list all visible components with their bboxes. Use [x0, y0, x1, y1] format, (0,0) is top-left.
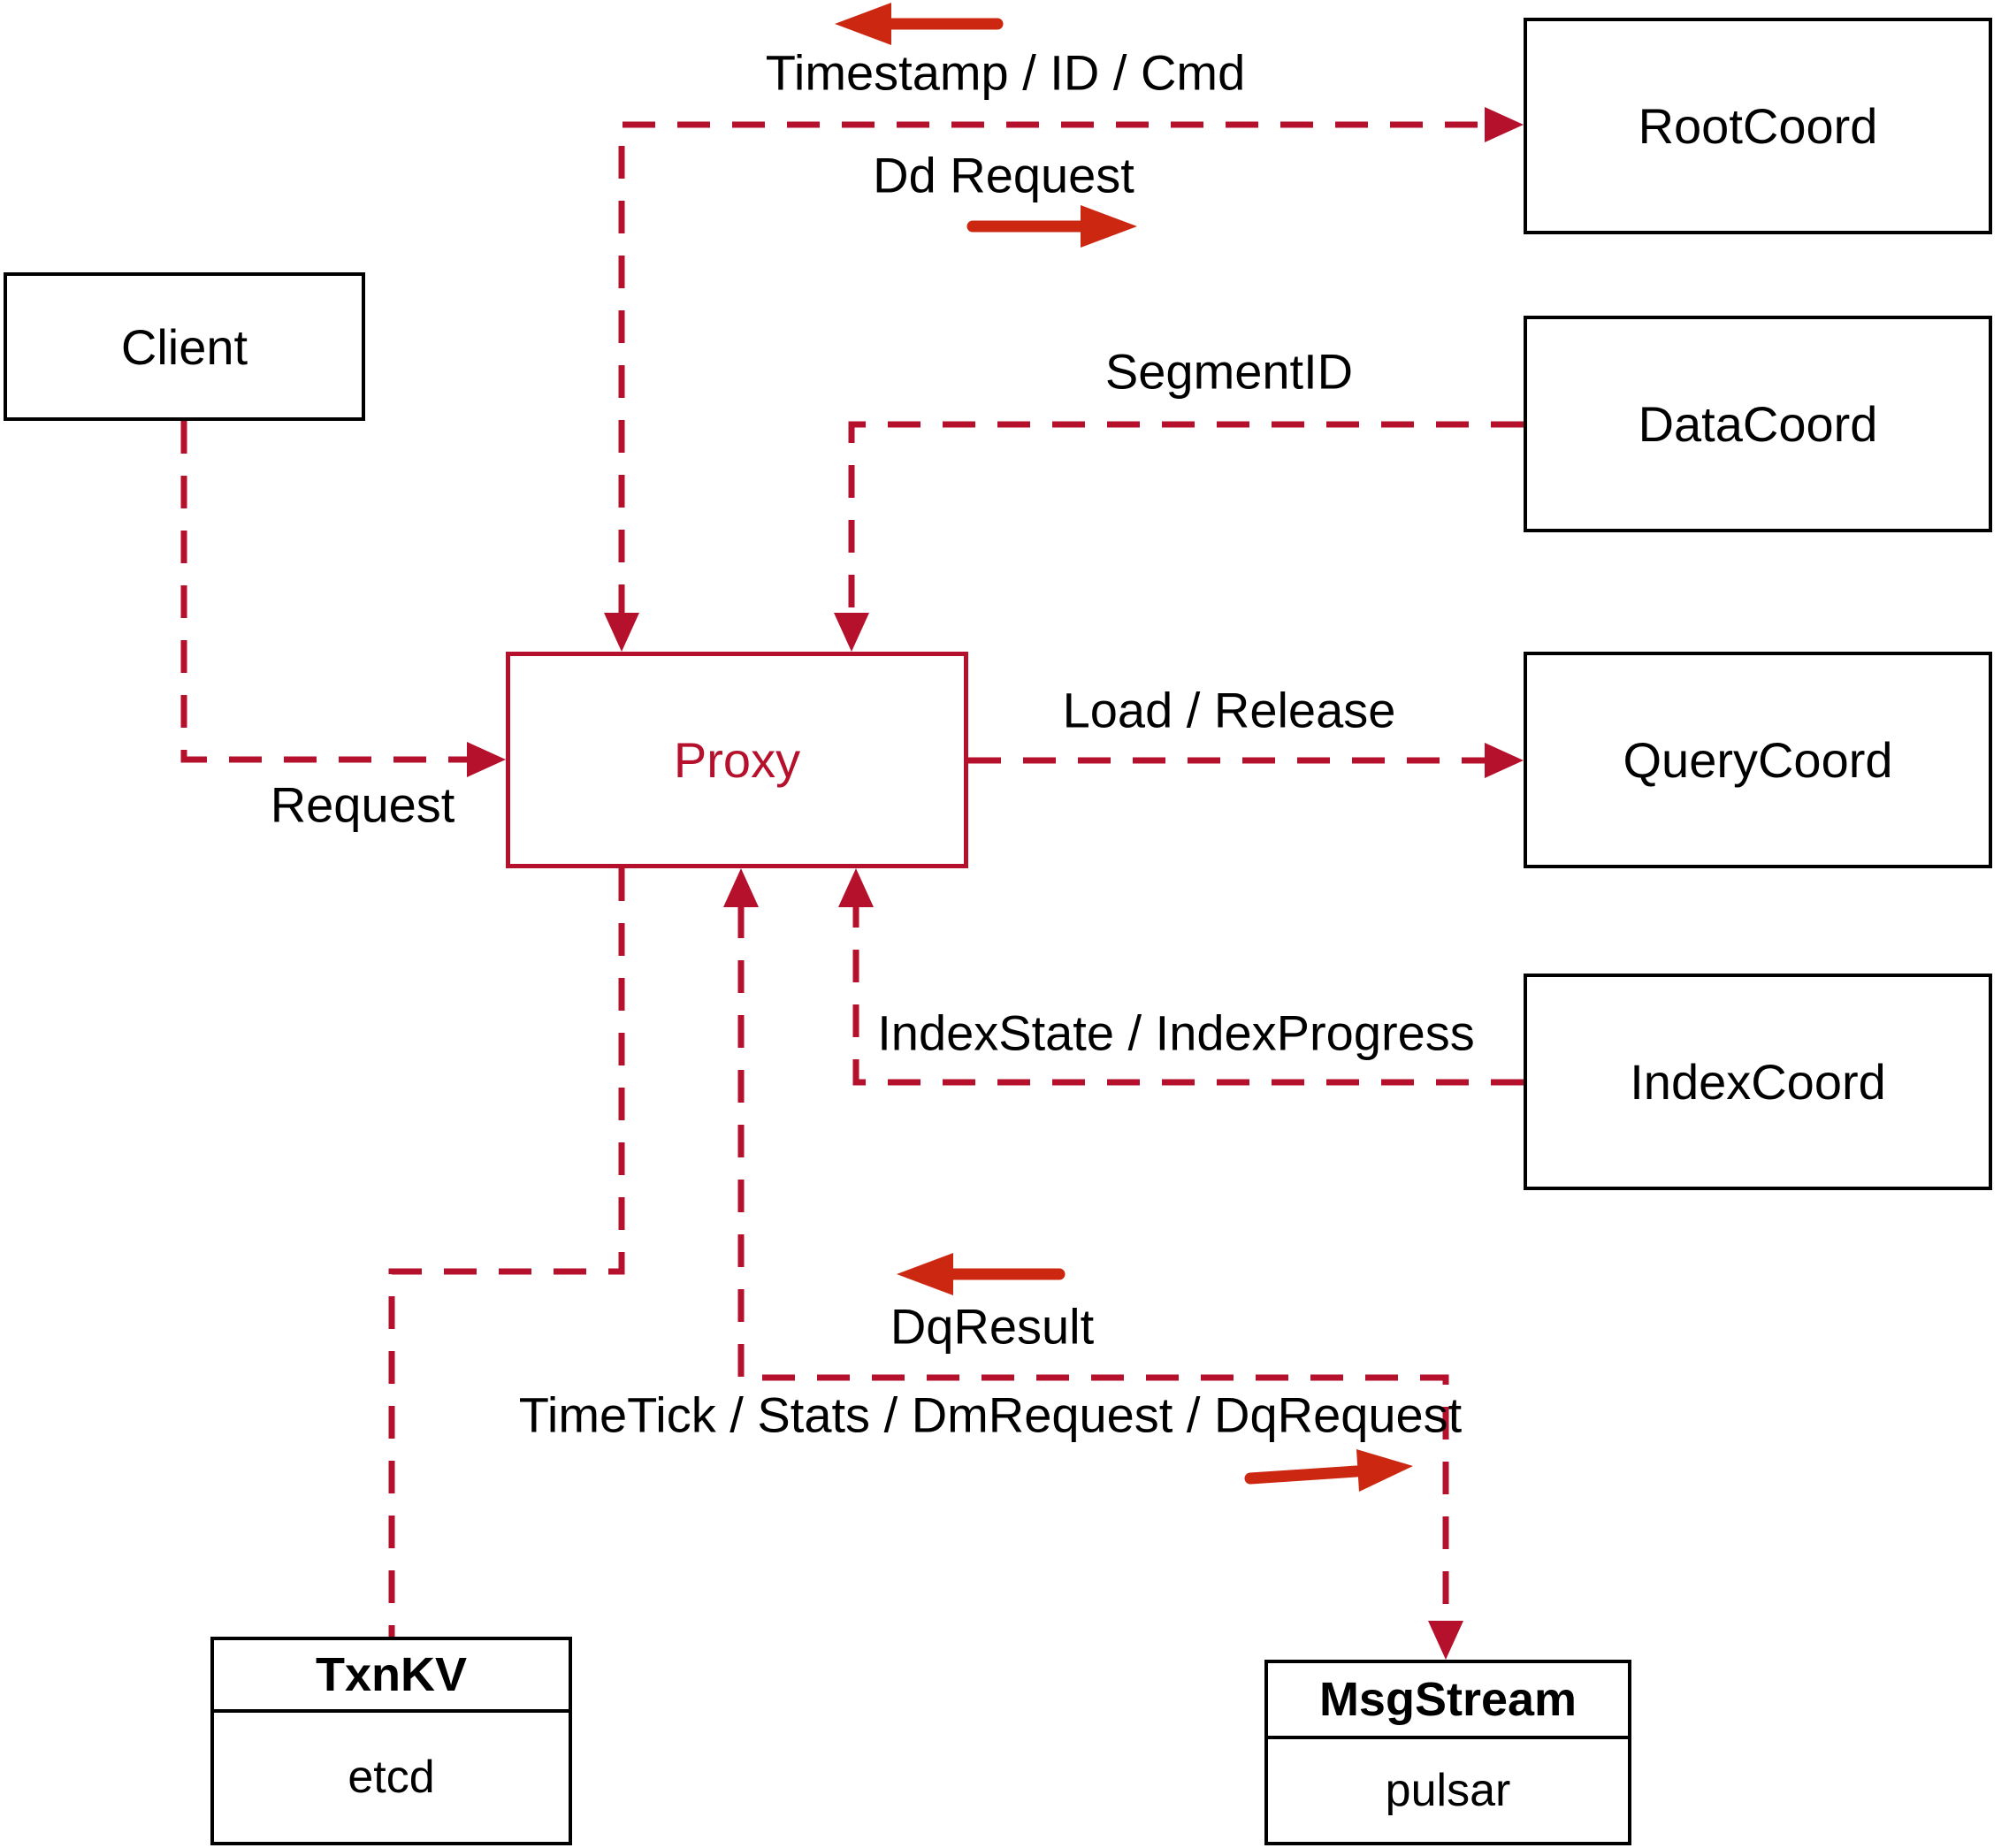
flow-direction-arrows	[835, 3, 1413, 1492]
node-msgstream: MsgStream pulsar	[1264, 1660, 1631, 1845]
node-datacoord: DataCoord	[1524, 316, 1992, 532]
edge-client-proxy	[180, 421, 472, 763]
node-querycoord: QueryCoord	[1524, 652, 1992, 868]
arrowhead-into-querycoord	[1485, 743, 1524, 778]
node-rootcoord-label: RootCoord	[1638, 98, 1878, 154]
edge-proxy-rootcoord	[618, 121, 1486, 617]
node-txnkv-subtitle: etcd	[348, 1752, 435, 1803]
edge-label-load-release: Load / Release	[1062, 682, 1396, 738]
flow-arrow-ddrequest-right	[966, 205, 1137, 248]
edge-datacoord-proxy	[848, 421, 1524, 617]
flow-arrow-timetick-right	[1244, 1449, 1413, 1492]
node-msgstream-title: MsgStream	[1268, 1663, 1628, 1739]
edge-label-index-state: IndexState / IndexProgress	[877, 1004, 1475, 1061]
edge-indexcoord-proxy	[852, 905, 1524, 1086]
edge-proxy-msgstream	[737, 905, 1449, 1620]
edge-label-dd-request: Dd Request	[873, 147, 1134, 203]
node-indexcoord-label: IndexCoord	[1630, 1054, 1886, 1110]
arrowhead-into-proxy-top-2	[834, 613, 869, 652]
node-datacoord-label: DataCoord	[1638, 396, 1878, 452]
node-client-label: Client	[120, 318, 248, 375]
flow-arrow-timestamp-left	[835, 3, 1004, 45]
node-querycoord-label: QueryCoord	[1623, 732, 1893, 788]
node-proxy-label: Proxy	[673, 732, 801, 788]
edge-label-request: Request	[270, 776, 455, 833]
node-txnkv-title: TxnKV	[214, 1640, 569, 1713]
arrowhead-into-proxy-bottom-1	[723, 868, 759, 907]
arrowhead-into-proxy-top-1	[604, 613, 639, 652]
edge-label-timestamp: Timestamp / ID / Cmd	[765, 44, 1246, 101]
node-indexcoord: IndexCoord	[1524, 974, 1992, 1190]
arrowhead-into-rootcoord	[1485, 107, 1524, 142]
node-msgstream-subtitle: pulsar	[1385, 1765, 1511, 1816]
flow-arrow-dqresult-left	[897, 1253, 1066, 1295]
edge-label-timetick: TimeTick / Stats / DmRequest / DqRequest	[518, 1386, 1463, 1443]
arrowhead-into-proxy-left	[467, 742, 506, 777]
edge-proxy-txnkv	[388, 868, 625, 1637]
edge-label-dq-result: DqResult	[890, 1298, 1095, 1355]
node-client: Client	[4, 272, 365, 421]
node-txnkv: TxnKV etcd	[210, 1637, 572, 1845]
node-proxy: Proxy	[506, 652, 968, 868]
node-rootcoord: RootCoord	[1524, 18, 1992, 234]
arrowhead-into-msgstream	[1428, 1621, 1463, 1660]
arrowhead-into-proxy-bottom-2	[838, 868, 874, 907]
edge-label-segment-id: SegmentID	[1104, 343, 1354, 400]
